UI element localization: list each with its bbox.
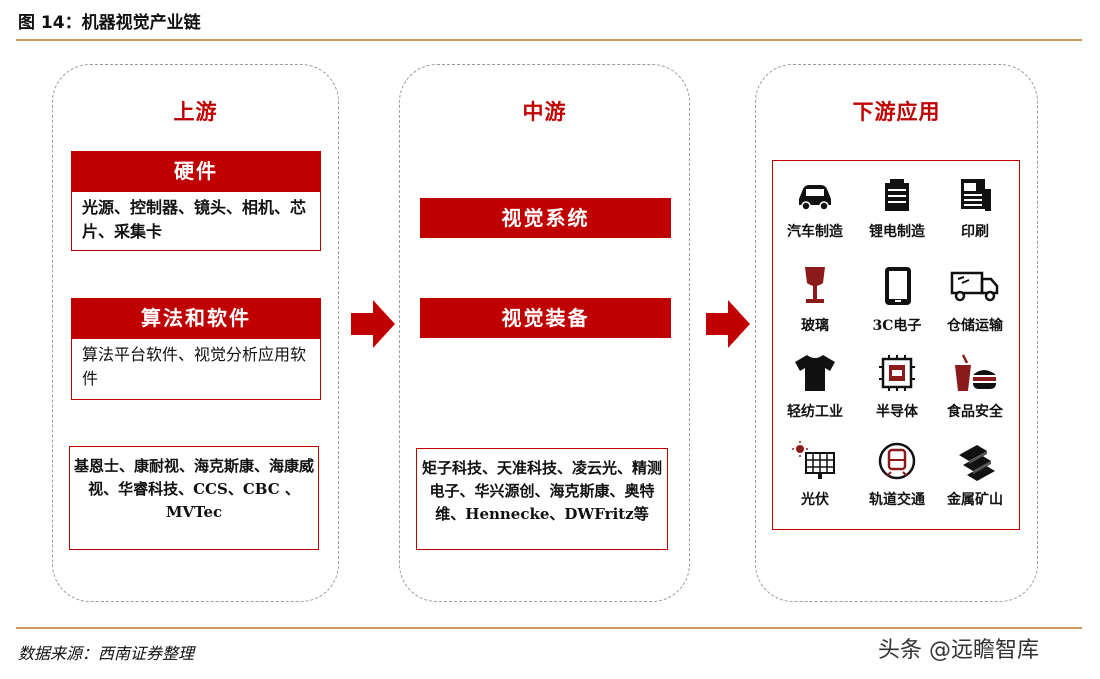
hardware-header: 硬件 [71,151,321,191]
hardware-items: 光源、控制器、镜头、相机、芯片、采集卡 [82,198,307,241]
app-label: 食品安全 [947,404,1003,420]
downstream-panel: 下游应用 [755,64,1038,602]
app-item: 食品安全 [937,353,1013,421]
hardware-box: 光源、控制器、镜头、相机、芯片、采集卡 [71,191,321,251]
app-label: 金属矿山 [947,492,1003,508]
vision-system-bar: 视觉系统 [420,198,671,238]
software-box: 算法平台软件、视觉分析应用软件 [71,338,321,400]
app-item: 3C电子 [859,265,935,335]
app-label: 光伏 [801,492,829,508]
arrow-right-icon [706,300,750,348]
software-items: 算法平台软件、视觉分析应用软件 [82,345,307,388]
top-rule [16,39,1082,41]
app-label: 锂电制造 [869,224,925,240]
app-label: 玻璃 [801,318,829,334]
printing-icon [961,179,991,211]
upstream-companies: 基恩士、康耐视、海克斯康、海康威视、华睿科技、CCS、CBC 、MVTec [73,457,314,521]
app-label: 仓储运输 [947,318,1003,334]
app-label: 3C电子 [872,318,922,334]
cpu-chip-icon [879,355,915,391]
app-item: 锂电制造 [859,177,935,241]
downstream-grid: 汽车制造 锂电制造 印刷 玻璃 [772,160,1020,530]
solar-panel-icon [792,441,835,479]
app-item: 印刷 [937,177,1013,241]
truck-icon [950,271,999,302]
wine-glass-icon [805,267,825,303]
bottom-rule [16,627,1082,629]
metal-bars-icon [959,445,995,481]
tshirt-icon [795,355,835,391]
app-item: 玻璃 [777,265,853,335]
app-label: 半导体 [876,404,918,420]
app-item: 仓储运输 [937,265,1013,335]
midstream-companies-box: 矩子科技、天准科技、凌云光、精测电子、华兴源创、海克斯康、奥特维、Henneck… [416,448,668,550]
upstream-title: 上游 [173,99,218,124]
app-item: 半导体 [859,353,935,421]
battery-icon [885,179,909,211]
midstream-panel: 中游 [399,64,690,602]
app-item: 轻纺工业 [777,353,853,421]
car-icon [799,185,831,211]
app-label: 汽车制造 [787,224,843,240]
app-item: 轨道交通 [859,441,935,509]
upstream-companies-box: 基恩士、康耐视、海克斯康、海康威视、华睿科技、CCS、CBC 、MVTec [69,446,319,550]
midstream-companies: 矩子科技、天准科技、凌云光、精测电子、华兴源创、海克斯康、奥特维、Henneck… [421,459,662,523]
train-icon [878,442,916,480]
app-label: 印刷 [961,224,989,240]
app-item: 汽车制造 [777,177,853,241]
app-item: 金属矿山 [937,441,1013,509]
figure-title: 图 14：机器视觉产业链 [18,13,201,33]
upstream-panel: 上游 [52,64,339,602]
watermark: 头条 @远瞻智库 [878,638,1039,663]
downstream-title: 下游应用 [852,99,941,124]
arrow-right-icon [351,300,395,348]
app-label: 轻纺工业 [787,404,843,420]
vision-equipment-bar: 视觉装备 [420,298,671,338]
app-item: 光伏 [777,441,853,509]
app-label: 轨道交通 [869,492,925,508]
source-note: 数据来源：西南证券整理 [18,644,195,663]
software-header: 算法和软件 [71,298,321,338]
midstream-title: 中游 [522,99,567,124]
food-icon [955,354,996,391]
tablet-icon [885,267,911,305]
